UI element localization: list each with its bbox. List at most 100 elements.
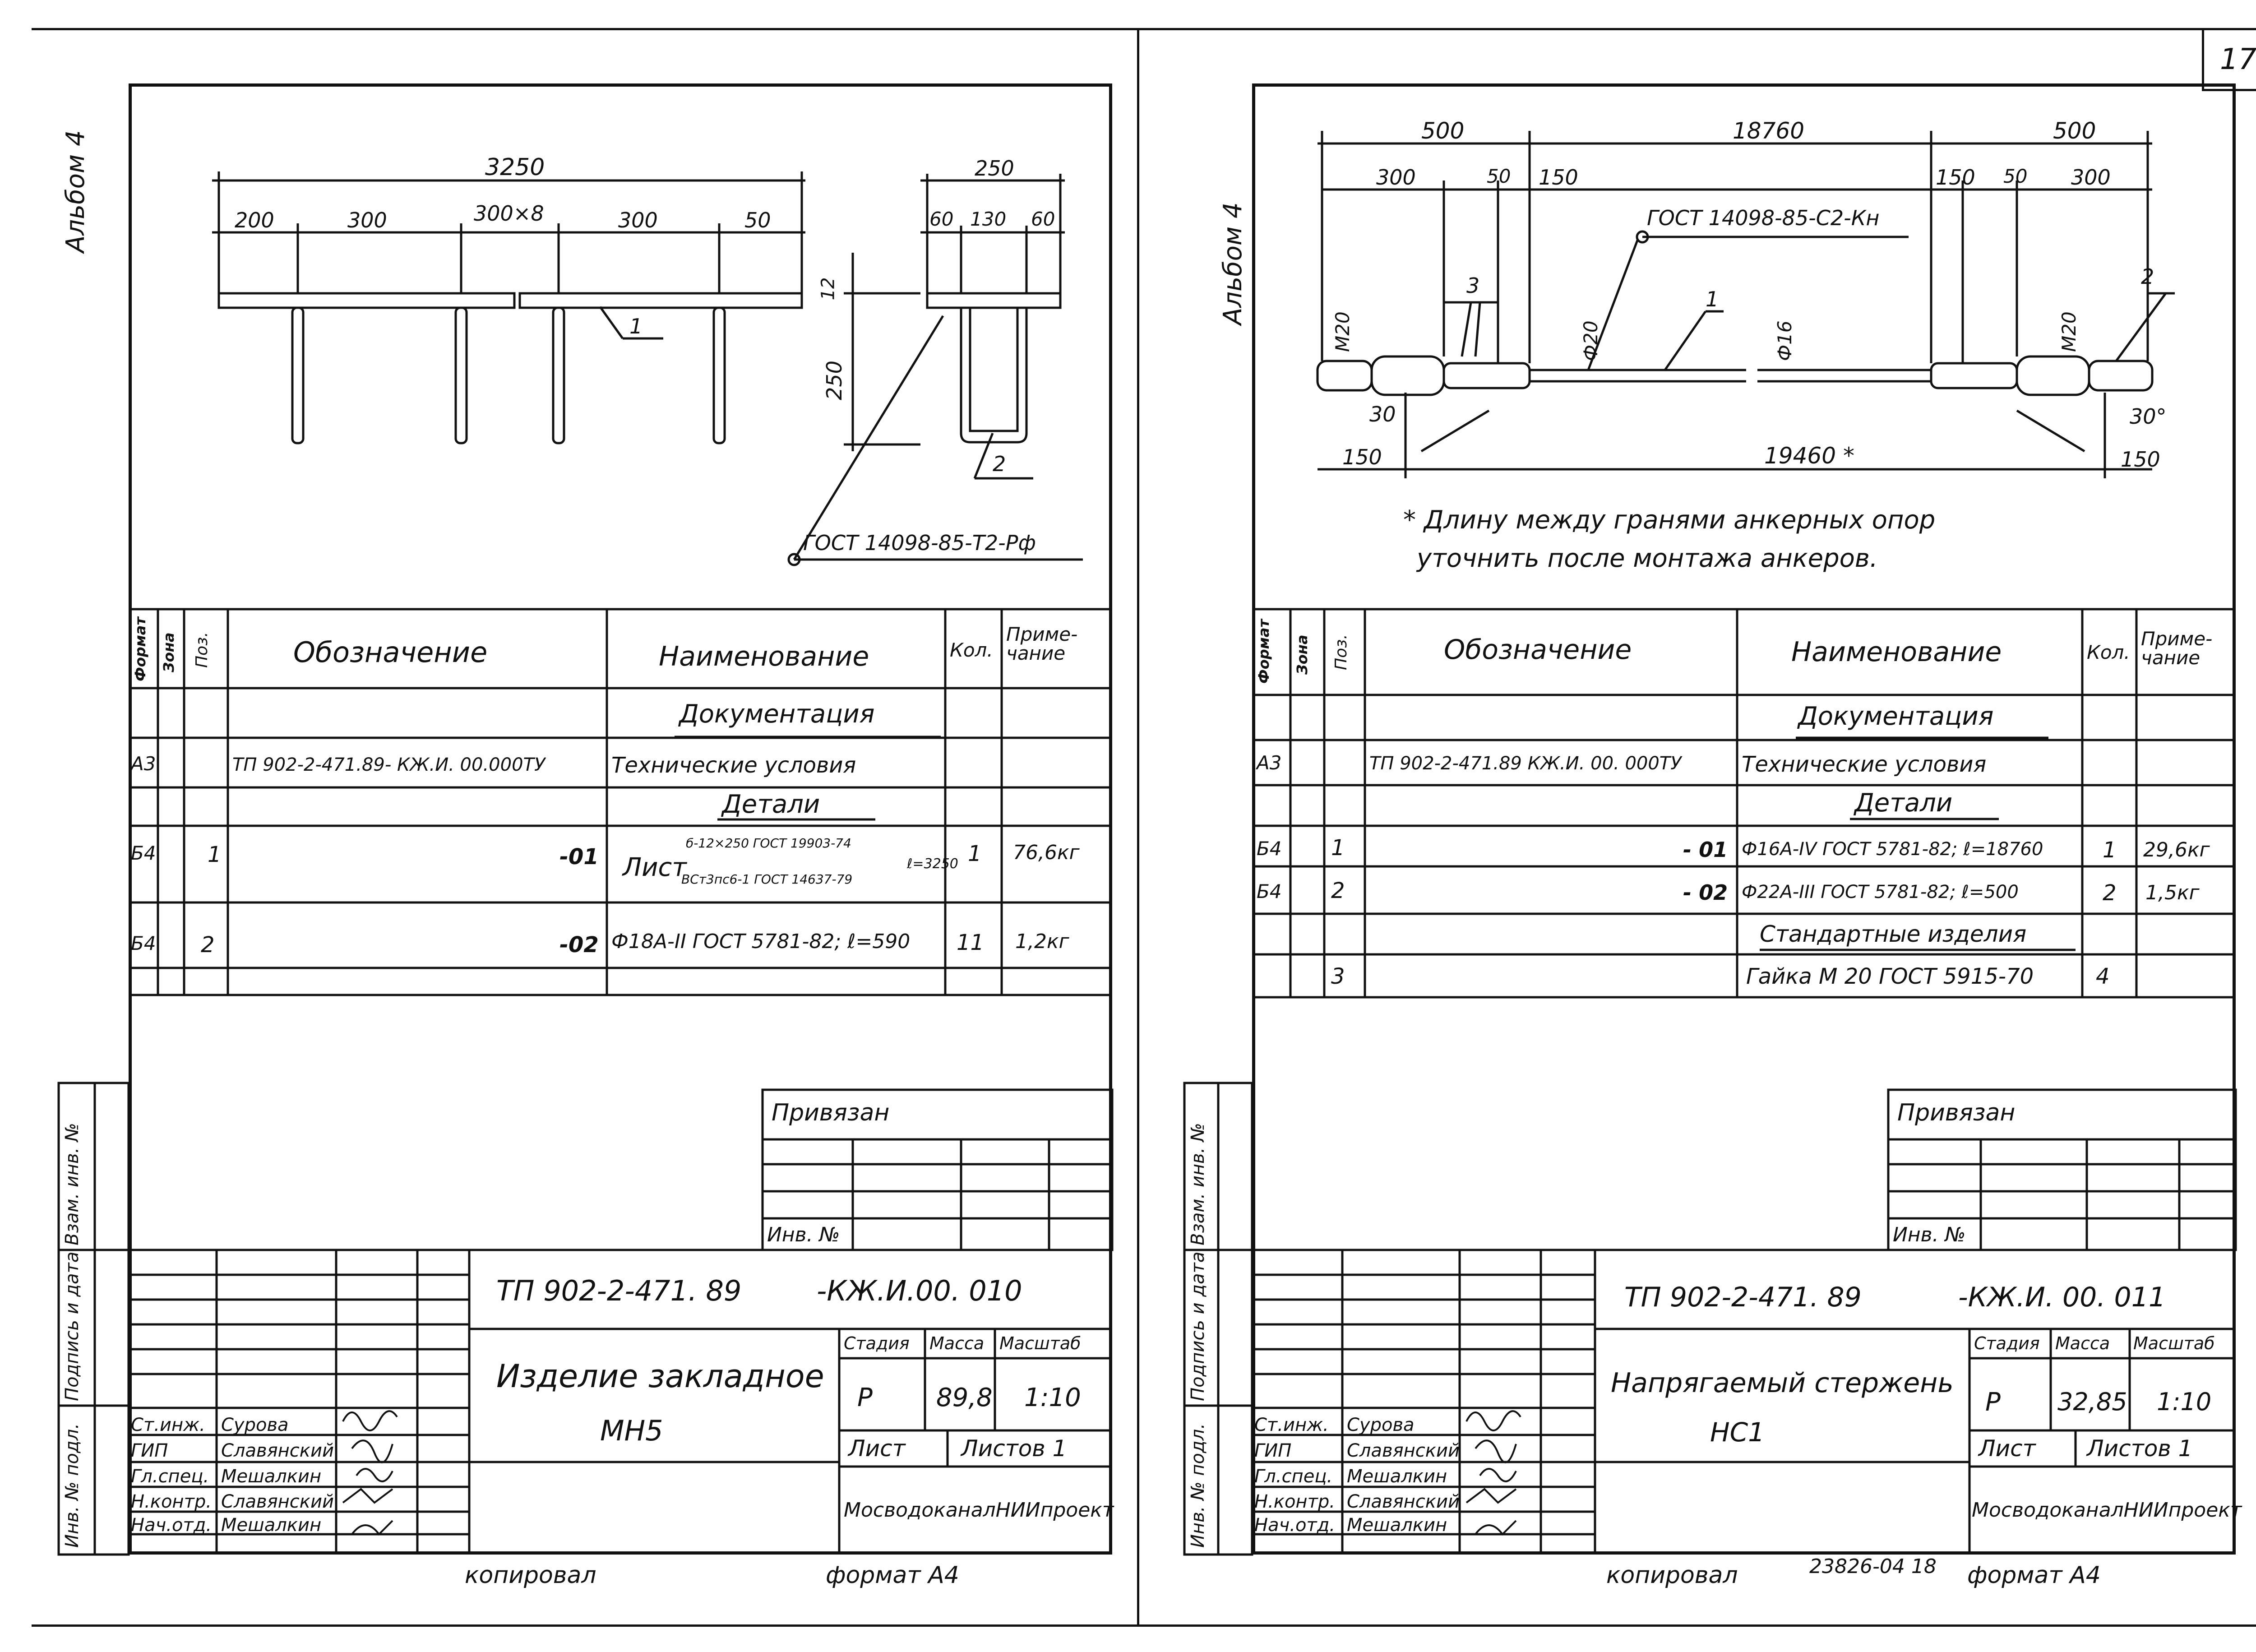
right-row3-qty: 2 [2103, 880, 2117, 906]
right-dim-19460: 19460 * [1764, 443, 1854, 469]
left-person5-role: Нач.отд. [131, 1515, 212, 1536]
left-row2-designation: -01 [559, 844, 599, 870]
left-side-podpis: Подпись и дата [62, 1251, 83, 1401]
right-stage: Р [1985, 1388, 2001, 1417]
right-row2-note: 29,6кг [2143, 838, 2210, 861]
right-note-line1: * Длину между гранями анкерных опор [1403, 505, 1936, 535]
left-row2-pos: 1 [208, 842, 222, 867]
left-hdr-format: Формат [132, 617, 149, 681]
left-scale: 1:10 [1024, 1383, 1081, 1412]
left-dim-12: 12 [818, 277, 839, 301]
left-dim-250-top: 250 [975, 156, 1014, 180]
left-person1-role: Ст.инж. [131, 1415, 205, 1435]
left-mass-label: Масса [929, 1333, 985, 1353]
right-person2-role: ГИП [1254, 1440, 1292, 1461]
right-row3-format: Б4 [1257, 880, 1282, 902]
right-dim-500a: 500 [1421, 118, 1465, 144]
right-dim-150a: 150 [1539, 165, 1578, 190]
left-row2-note: 76,6кг [1013, 841, 1080, 864]
right-mass: 32,85 [2057, 1388, 2127, 1416]
right-side-podpis: Подпись и дата [1188, 1251, 1208, 1401]
right-label-30: 30 [1369, 402, 1396, 426]
left-plate-b [518, 292, 803, 309]
right-callout-3: 3 [1466, 273, 1480, 298]
left-hdr-qty: Кол. [950, 639, 993, 661]
left-dim-60b: 60 [1031, 208, 1055, 230]
left-row3-note: 1,2кг [1015, 930, 1069, 953]
left-row2-qty: 1 [968, 841, 982, 866]
left-person4-role: Н.контр. [131, 1491, 212, 1512]
left-sheet-label: Лист [848, 1435, 906, 1462]
right-sheet-frame [1252, 83, 2236, 1555]
left-callout-2: 2 [993, 452, 1006, 476]
left-row1-format: А3 [131, 753, 156, 775]
right-dim-18760: 18760 [1733, 118, 1805, 144]
right-row3-designation: - 02 [1683, 880, 1728, 905]
signatures [342, 1410, 1521, 1536]
right-title-code2: -КЖ.И. 00. 011 [1958, 1282, 2166, 1313]
left-hdr-designation: Обозначение [293, 636, 488, 669]
left-title-code2: -КЖ.И.00. 010 [817, 1274, 1022, 1307]
right-row2-pos: 1 [1331, 835, 1345, 861]
left-row2-name-len: ℓ=3250 [907, 856, 958, 872]
right-row4-pos: 3 [1331, 964, 1345, 989]
right-row2-format: Б4 [1257, 838, 1282, 860]
center-fold [1137, 28, 1139, 1625]
left-dim-300x8: 300×8 [474, 201, 544, 226]
right-hdr-qty: Кол. [2087, 641, 2130, 663]
left-dim-3250: 3250 [485, 154, 545, 181]
right-hdr-zone: Зона [1294, 634, 1311, 675]
right-person4-name: Славянский [1347, 1491, 1460, 1512]
right-person1-name: Сурова [1347, 1415, 1415, 1435]
right-scale-label: Масштаб [2133, 1333, 2215, 1353]
right-label-30deg: 30° [2130, 404, 2167, 429]
right-footer-format: формат А4 [1967, 1562, 2101, 1589]
right-section-std: Стандартные изделия [1760, 921, 2027, 947]
left-row2-name-bottom: ВСт3пс6-1 ГОСТ 14637-79 [681, 872, 853, 887]
right-footer-copied: копировал [1606, 1562, 1738, 1589]
left-row1-name: Технические условия [611, 753, 856, 778]
left-row3-qty: 11 [957, 930, 985, 955]
right-person2-name: Славянский [1347, 1440, 1460, 1461]
left-section-docs: Документация [679, 699, 875, 729]
right-stage-label: Стадия [1974, 1333, 2040, 1353]
page-number-box [2202, 28, 2256, 91]
right-dim-50a: 50 [1487, 165, 1511, 187]
right-dim-300b: 300 [2071, 165, 2111, 190]
right-label-f20: Ф20 [1580, 320, 1602, 361]
right-row3-pos: 2 [1331, 878, 1345, 903]
left-dim-250-side: 250 [822, 361, 846, 400]
right-side-inv-podl: Инв. № подл. [1188, 1423, 1208, 1548]
left-row1-designation: ТП 902-2-471.89- КЖ.И. 00.000ТУ [232, 754, 546, 775]
left-person2-role: ГИП [131, 1440, 168, 1461]
right-person4-role: Н.контр. [1254, 1491, 1335, 1512]
bottom-rule [32, 1624, 2256, 1627]
right-title-name: Напрягаемый стержень [1611, 1367, 1954, 1399]
top-rule [32, 28, 2256, 30]
right-row3-note: 1,5кг [2145, 881, 2200, 904]
page-number: 17 [2220, 43, 2256, 76]
left-hdr-pos: Поз. [193, 632, 211, 668]
right-mass-label: Масса [2055, 1333, 2110, 1353]
right-dim-150b: 150 [1936, 165, 1975, 190]
left-side-vzam: Взам. инв. № [62, 1123, 83, 1245]
left-footer-copied: копировал [465, 1562, 596, 1589]
left-person4-name: Славянский [221, 1491, 334, 1512]
right-footer-code: 23826-04 18 [1809, 1555, 1937, 1578]
right-hdr-note: Приме-чание [2141, 628, 2213, 669]
right-title-mark: НС1 [1710, 1417, 1765, 1448]
left-dim-200: 200 [235, 208, 274, 232]
right-hdr-format: Формат [1255, 619, 1272, 684]
right-dim-150d: 150 [2121, 447, 2160, 472]
left-plate-a [217, 292, 516, 309]
right-standard: ГОСТ 14098-85-С2-Кн [1647, 206, 1880, 230]
right-note-line2: уточнить после монтажа анкеров. [1417, 544, 1878, 573]
left-org: МосводоканалНИИпроект [844, 1499, 1114, 1522]
right-label-f16: Ф16 [1774, 320, 1796, 361]
left-title-name: Изделие закладное [496, 1358, 824, 1395]
left-stage: Р [857, 1383, 873, 1412]
right-row2-name: Ф16А-IV ГОСТ 5781-82; ℓ=18760 [1742, 839, 2043, 860]
left-sheets-label: Листов 1 [961, 1435, 1067, 1462]
right-section-details: Детали [1854, 788, 1953, 818]
right-row4-qty: 4 [2096, 964, 2110, 989]
